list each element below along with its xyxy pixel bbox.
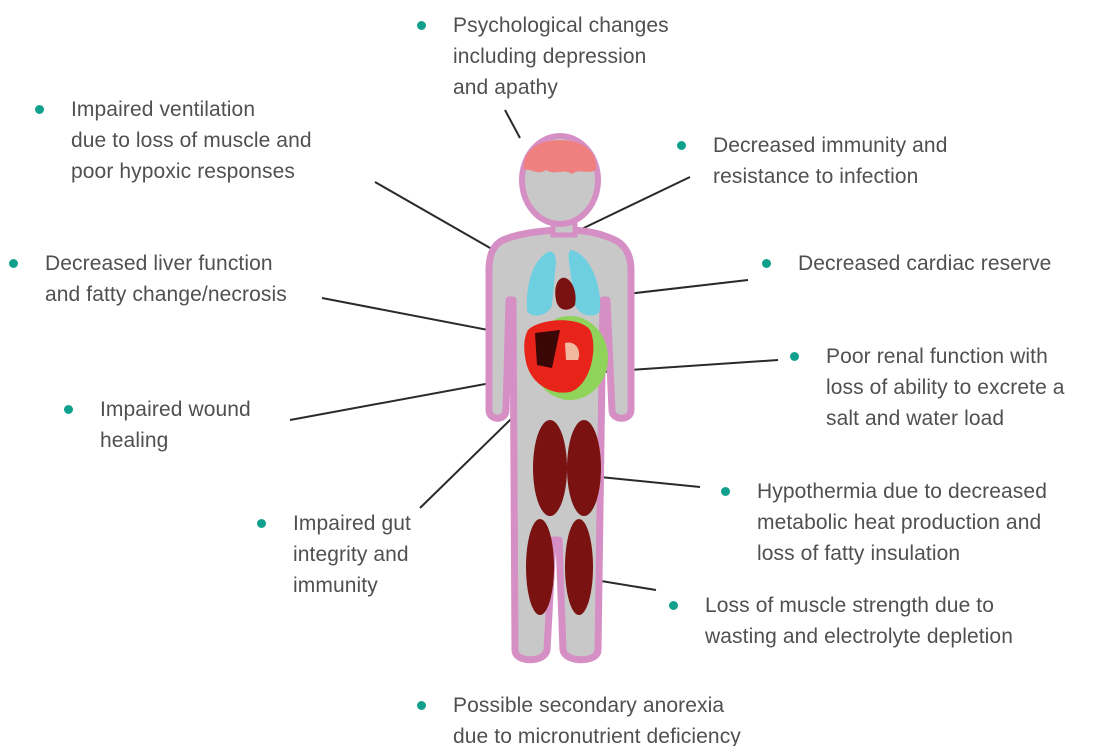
callout-text: Impaired wound [100,394,251,425]
leader-psychological [505,110,520,138]
callout-text: and apathy [453,72,669,103]
bullet-icon [417,701,426,710]
callout-text: Impaired ventilation [71,94,312,125]
callout-text: and fatty change/necrosis [45,279,287,310]
callout-text: salt and water load [826,403,1065,434]
callout-text: Poor renal function with [826,341,1065,372]
bullet-icon [762,259,771,268]
bullet-icon [790,352,799,361]
callout-text: due to loss of muscle and [71,125,312,156]
callout-text: including depression [453,41,669,72]
callout-text: wasting and electrolyte depletion [705,621,1013,652]
callout-text: Decreased liver function [45,248,287,279]
callout-muscle: Loss of muscle strength due to wasting a… [705,590,1013,652]
callout-hypothermia: Hypothermia due to decreased metabolic h… [757,476,1047,569]
callout-text: Psychological changes [453,10,669,41]
callout-text: immunity [293,570,411,601]
callout-renal: Poor renal function with loss of ability… [826,341,1065,434]
callout-cardiac: Decreased cardiac reserve [798,248,1051,279]
callout-liver: Decreased liver function and fatty chang… [45,248,287,310]
callout-gut: Impaired gut integrity and immunity [293,508,411,601]
bullet-icon [9,259,18,268]
bullet-icon [64,405,73,414]
bullet-icon [257,519,266,528]
callout-text: Decreased cardiac reserve [798,248,1051,279]
callout-text: loss of ability to excrete a [826,372,1065,403]
right-thigh-muscle [567,420,601,516]
callout-psychological: Psychological changes including depressi… [453,10,669,103]
callout-text: Hypothermia due to decreased [757,476,1047,507]
bullet-icon [721,487,730,496]
callout-ventilation: Impaired ventilation due to loss of musc… [71,94,312,187]
bullet-icon [677,141,686,150]
callout-text: poor hypoxic responses [71,156,312,187]
callout-text: healing [100,425,251,456]
callout-text: Decreased immunity and [713,130,947,161]
callout-text: Possible secondary anorexia [453,690,741,721]
callout-anorexia: Possible secondary anorexia due to micro… [453,690,741,746]
callout-text: Loss of muscle strength due to [705,590,1013,621]
callout-text: loss of fatty insulation [757,538,1047,569]
right-calf-muscle [565,519,593,615]
leader-muscle [595,580,656,590]
callout-text: resistance to infection [713,161,947,192]
leader-hypothermia [600,477,700,487]
left-thigh-muscle [533,420,567,516]
callout-text: metabolic heat production and [757,507,1047,538]
left-calf-muscle [526,519,554,615]
callout-immunity: Decreased immunity and resistance to inf… [713,130,947,192]
bullet-icon [417,21,426,30]
callout-text: integrity and [293,539,411,570]
callout-text: due to micronutrient deficiency [453,721,741,746]
bullet-icon [669,601,678,610]
callout-wound: Impaired wound healing [100,394,251,456]
bullet-icon [35,105,44,114]
callout-text: Impaired gut [293,508,411,539]
